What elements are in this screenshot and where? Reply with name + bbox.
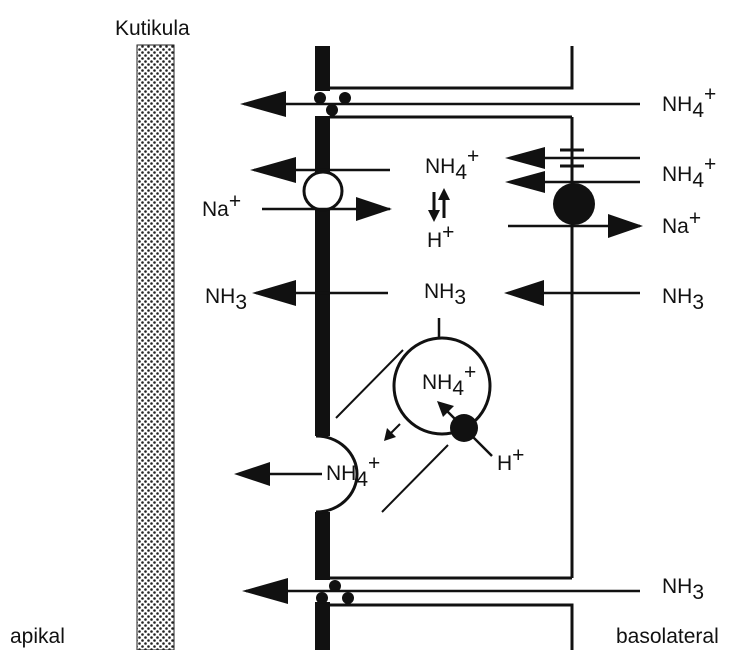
vesicle-icon <box>392 336 492 436</box>
apical-nh3-arrowhead <box>252 280 296 306</box>
cuticle-label: Kutikula <box>115 17 190 40</box>
paracellular-nh3-label: NH3 <box>662 575 704 604</box>
cuticle-layer <box>136 44 175 651</box>
apical-membrane-mid <box>315 116 330 436</box>
apical-membrane-bottom <box>315 602 330 650</box>
apical-nh3-label: NH3 <box>205 285 247 314</box>
paracellular-nh4-arrowhead <box>240 91 286 117</box>
vesicle-fusion-arrowhead <box>384 428 396 441</box>
vesicle-path-upper <box>335 349 404 419</box>
basolateral-pump-icon <box>553 183 595 225</box>
basolateral-nh4-arrowhead-1 <box>505 147 545 169</box>
vesicle-nh4-label: NH4+ <box>422 361 476 400</box>
basolateral-na-out-arrowhead <box>608 214 643 238</box>
basolateral-side-label: basolateral <box>616 625 719 648</box>
cytosol-nh4-label: NH4+ <box>425 145 479 184</box>
apical-nh4-out-arrowhead <box>250 157 296 183</box>
apical-membrane-top <box>315 46 330 91</box>
vesicle-fusion-arrow <box>389 423 401 435</box>
basolateral-channel-icon <box>560 148 584 168</box>
tight-junction-bottom-icon <box>316 580 354 604</box>
paracellular-nh4-label: NH4+ <box>662 83 716 122</box>
apical-na-label: Na+ <box>202 190 241 221</box>
proton-into-vesicle-arrow <box>441 405 493 457</box>
basolateral-na-label: Na+ <box>662 207 701 238</box>
basolateral-nh4-arrowhead-2 <box>505 171 545 193</box>
apical-na-in-arrowhead <box>356 197 392 221</box>
cell-bottom-boundary <box>330 603 574 650</box>
apical-membrane-low <box>315 512 330 580</box>
apical-exchanger-icon <box>302 170 344 212</box>
basolateral-nh3-label: NH3 <box>662 285 704 314</box>
tight-junction-top-icon <box>314 92 351 116</box>
exocytosis-vesicle <box>315 434 359 514</box>
apical-side-label: apikal <box>10 625 65 648</box>
cytosol-nh3-label: NH3 <box>424 280 466 309</box>
vesicle-path-lower <box>381 444 449 513</box>
cytosol-h-label: H+ <box>427 221 454 252</box>
basolateral-nh4-label: NH4+ <box>662 153 716 192</box>
exocytosis-out-arrowhead <box>234 462 270 486</box>
equilibrium-arrows-icon <box>428 188 450 222</box>
vesicle-h-label: H+ <box>497 444 524 475</box>
paracellular-nh3-arrowhead <box>242 578 288 604</box>
exocytosis-nh4-label: NH4+ <box>326 452 380 491</box>
cell-upper-boundary <box>330 46 574 90</box>
proton-into-vesicle-arrowhead <box>437 401 454 417</box>
basolateral-nh3-arrowhead <box>504 280 544 306</box>
